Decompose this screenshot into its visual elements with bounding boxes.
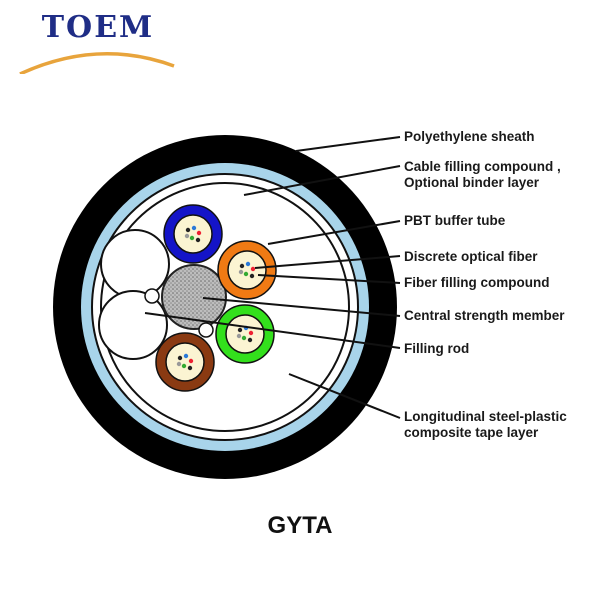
central-strength-member [161, 264, 227, 330]
callout-discrete-optical-fiber: Discrete optical fiber [404, 249, 538, 265]
leader-lines [144, 136, 401, 419]
toem-logo: TOEM [18, 10, 178, 74]
callout-label: Longitudinal steel-plastic [404, 409, 567, 424]
buffer-tube-orange [217, 240, 277, 300]
logo-swoosh [19, 52, 175, 74]
callout-fiber-filling-compound: Fiber filling compound [404, 275, 550, 291]
callout-label: Central strength member [404, 308, 565, 323]
callout-filling-compound: Cable filling compound , Optional binder… [404, 159, 561, 191]
callout-label: Filling rod [404, 341, 470, 356]
callout-label: Fiber filling compound [404, 275, 550, 290]
callout-label: Cable filling compound , [404, 159, 561, 174]
callout-label: Discrete optical fiber [404, 249, 538, 264]
callout-label-line2: Optional binder layer [404, 175, 540, 190]
callout-filling-rod: Filling rod [404, 341, 469, 357]
callout-polyethylene-sheath: Polyethylene sheath [404, 129, 535, 145]
filling-rod [100, 229, 170, 299]
logo-text: TOEM [41, 10, 155, 45]
buffer-tube-blue [163, 204, 223, 264]
cable-model-caption: GYTA [267, 512, 333, 539]
callout-label-line2: composite tape layer [404, 425, 539, 440]
filler-dot [198, 322, 214, 338]
buffer-tube-brown [155, 332, 215, 392]
callout-label: Polyethylene sheath [404, 129, 535, 144]
filling-rod [98, 290, 168, 360]
callout-label: PBT buffer tube [404, 213, 506, 228]
buffer-tube-green [215, 304, 275, 364]
filler-dot [144, 288, 160, 304]
callout-central-strength-member: Central strength member [404, 308, 565, 324]
callout-steel-plastic-tape: Longitudinal steel-plastic composite tap… [404, 409, 567, 441]
callout-pbt-buffer-tube: PBT buffer tube [404, 213, 505, 229]
